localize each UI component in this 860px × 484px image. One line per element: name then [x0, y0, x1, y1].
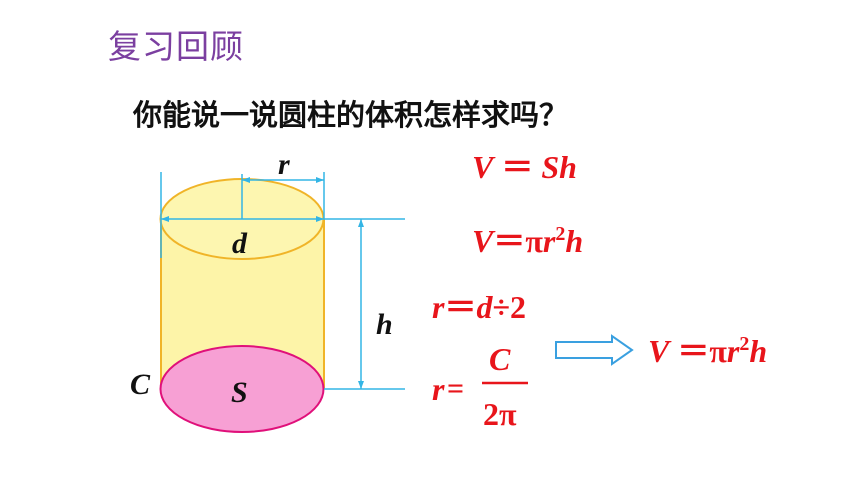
f1-rhs: Sh [541, 149, 577, 185]
diameter-arrow-left [161, 216, 169, 222]
f1-rel: ＝ [493, 149, 541, 185]
result-sup: 2 [739, 333, 749, 355]
question-text: 你能说一说圆柱的体积怎样求吗？ [133, 98, 569, 132]
f2-r: r [543, 223, 556, 259]
formula-volume-pi: V＝πr2h [472, 223, 583, 259]
implies-arrow [555, 334, 634, 366]
f3-op: ÷ [492, 289, 510, 325]
f2-lhs: V [472, 223, 496, 259]
base-area-label: S [231, 376, 248, 409]
f2-pi: π [525, 223, 543, 259]
cylinder-base [159, 345, 325, 433]
f4-numerator: C [489, 341, 511, 377]
f3-d: d [476, 289, 493, 325]
height-label: h [376, 308, 393, 341]
f3-lhs: r [432, 289, 445, 325]
f2-sup: 2 [555, 223, 565, 245]
formula-volume-base-height: V ＝ Sh [472, 149, 577, 185]
f4-lhs: r [432, 371, 445, 407]
result-pi: π [709, 333, 727, 369]
radius-arrow-right [316, 177, 324, 183]
result-rel: ＝ [669, 333, 709, 369]
f4-denominator: 2π [483, 396, 517, 432]
f2-rel: ＝ [493, 223, 525, 259]
diameter-arrow-right [316, 216, 324, 222]
result-lhs: V [648, 333, 672, 369]
f3-two: 2 [510, 289, 526, 325]
radius-arrow-left [242, 177, 250, 183]
diameter-label: d [232, 227, 248, 260]
formula-result: V ＝πr2h [648, 333, 767, 369]
result-h: h [749, 333, 767, 369]
f4-rel: = [447, 372, 464, 405]
radius-label: r [278, 148, 290, 181]
result-r: r [727, 333, 740, 369]
formula-radius-diameter: r＝d÷2 [432, 289, 526, 325]
height-arrow-top [358, 219, 364, 227]
height-arrow-bottom [358, 381, 364, 389]
section-title: 复习回顾 [108, 27, 244, 66]
circumference-label: C [130, 368, 151, 401]
f2-h: h [565, 223, 583, 259]
f1-lhs: V [472, 149, 496, 185]
f3-rel: ＝ [444, 289, 476, 325]
